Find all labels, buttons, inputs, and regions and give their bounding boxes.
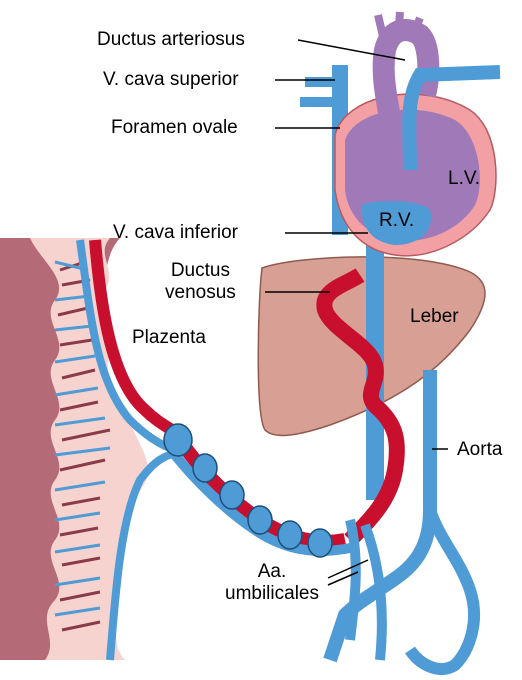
label-leber: Leber xyxy=(410,306,459,328)
label-lv: L.V. xyxy=(448,168,480,190)
label-v-cava-inferior: V. cava inferior xyxy=(113,222,238,244)
aorta-branch-right xyxy=(410,510,474,669)
label-ductus-venosus: Ductus venosus xyxy=(165,260,236,304)
label-v-cava-superior: V. cava superior xyxy=(103,69,239,91)
label-ductus-arteriosus: Ductus arteriosus xyxy=(97,29,245,51)
placenta xyxy=(0,238,148,660)
label-foramen-ovale: Foramen ovale xyxy=(111,117,238,139)
label-plazenta: Plazenta xyxy=(132,327,206,349)
label-aorta: Aorta xyxy=(457,439,502,461)
label-rv: R.V. xyxy=(379,210,414,232)
label-aa-umbilicales: Aa. umbilicales xyxy=(225,561,319,605)
top-branches xyxy=(378,12,420,45)
